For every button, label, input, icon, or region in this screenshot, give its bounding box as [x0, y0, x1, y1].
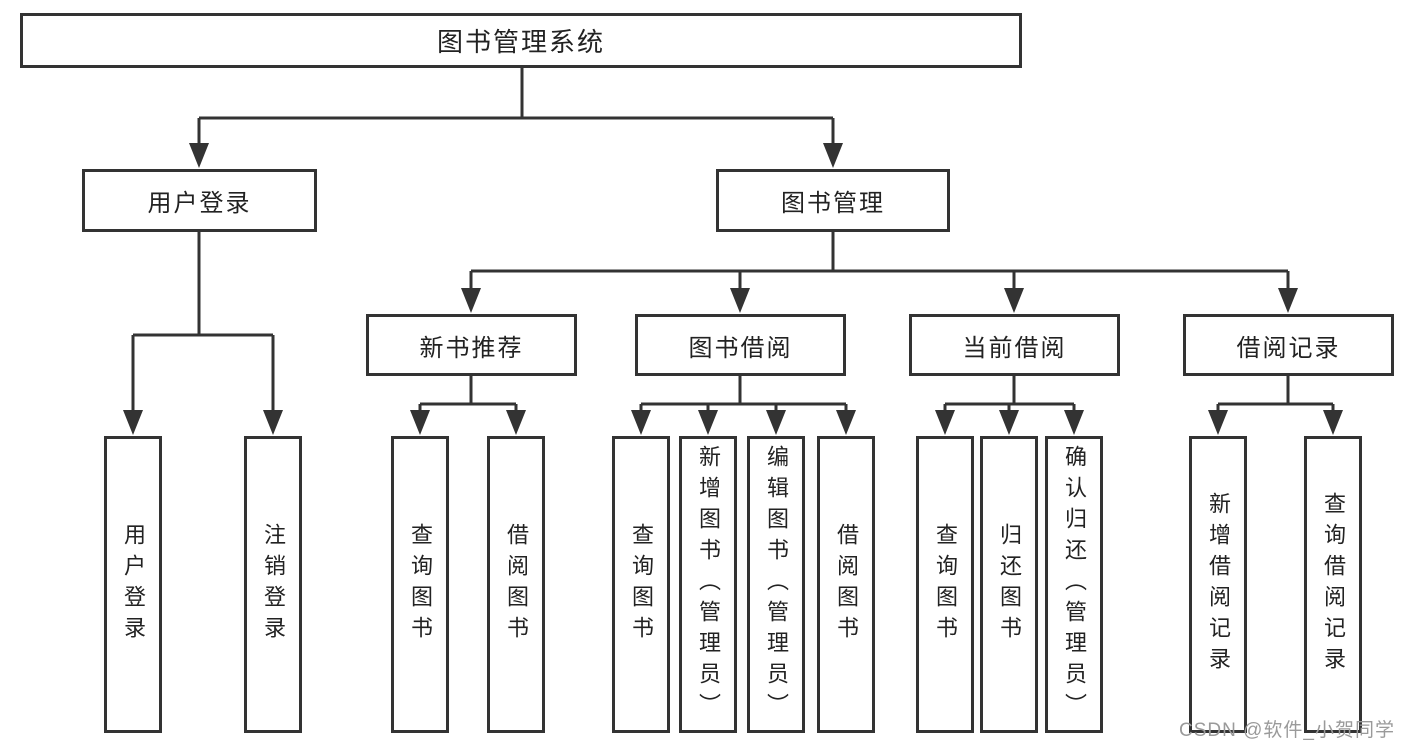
leaf-current-confirm: 确认归还（管理员）: [1045, 436, 1103, 733]
node-root-label: 图书管理系统: [436, 27, 605, 57]
arrow-down-icon: [506, 410, 526, 435]
leaf-current-confirm-label: 确认归还（管理员）: [1062, 445, 1087, 724]
leaf-records-add-label: 新增借阅记录: [1206, 491, 1231, 678]
arrow-down-icon: [410, 410, 430, 435]
leaf-borrowing-borrow-label: 借阅图书: [834, 522, 859, 647]
leaf-records-query-label: 查询借阅记录: [1321, 491, 1346, 678]
leaf-newbook-query: 查询图书: [391, 436, 449, 733]
leaf-logout-label: 注销登录: [261, 522, 286, 647]
node-user-login: 用户登录: [82, 169, 317, 232]
arrow-down-icon: [461, 288, 481, 313]
connector-borrowing-children: [639, 375, 848, 414]
node-user-login-label: 用户登录: [147, 190, 252, 217]
connector-book-mgmt-children: [469, 231, 1290, 292]
leaf-records-query: 查询借阅记录: [1304, 436, 1362, 733]
arrow-down-icon: [730, 288, 750, 313]
leaf-current-query-label: 查询图书: [933, 522, 958, 647]
node-current-label: 当前借阅: [962, 334, 1067, 362]
arrow-down-icon: [698, 410, 718, 435]
leaf-records-add: 新增借阅记录: [1189, 436, 1247, 733]
leaf-borrowing-edit: 编辑图书（管理员）: [747, 436, 805, 733]
leaf-current-return-label: 归还图书: [997, 522, 1022, 647]
leaf-user-login-label: 用户登录: [121, 522, 146, 647]
arrow-down-icon: [999, 410, 1019, 435]
arrow-down-icon: [1323, 410, 1343, 435]
arrow-down-icon: [823, 143, 843, 168]
leaf-current-return: 归还图书: [980, 436, 1038, 733]
leaf-borrowing-query-label: 查询图书: [629, 522, 654, 647]
leaf-user-login: 用户登录: [104, 436, 162, 733]
arrow-down-icon: [836, 410, 856, 435]
leaf-newbook-query-label: 查询图书: [408, 522, 433, 647]
leaf-current-query: 查询图书: [916, 436, 974, 733]
connector-records-children: [1216, 375, 1335, 414]
node-records-label: 借阅记录: [1236, 334, 1341, 362]
arrow-down-icon: [1004, 288, 1024, 313]
leaf-borrowing-query: 查询图书: [612, 436, 670, 733]
node-book-mgmt-label: 图书管理: [781, 190, 885, 217]
arrow-down-icon: [123, 410, 143, 435]
arrow-down-icon: [935, 410, 955, 435]
leaf-borrowing-add-label: 新增图书（管理员）: [696, 445, 721, 724]
connector-new-book-children: [418, 375, 518, 414]
arrow-down-icon: [1208, 410, 1228, 435]
arrow-down-icon: [189, 143, 209, 168]
leaf-newbook-borrow: 借阅图书: [487, 436, 545, 733]
arrow-down-icon: [1064, 410, 1084, 435]
node-borrowing: 图书借阅: [635, 314, 846, 376]
connector-root-to-level2: [197, 67, 835, 147]
leaf-borrowing-edit-label: 编辑图书（管理员）: [764, 445, 789, 724]
node-current: 当前借阅: [909, 314, 1120, 376]
arrow-down-icon: [766, 410, 786, 435]
leaf-borrowing-add: 新增图书（管理员）: [679, 436, 737, 733]
watermark-text: CSDN @软件_小贺同学: [1179, 720, 1395, 741]
leaf-logout: 注销登录: [244, 436, 302, 733]
connector-current-children: [943, 375, 1076, 414]
node-records: 借阅记录: [1183, 314, 1394, 376]
node-borrowing-label: 图书借阅: [688, 334, 793, 362]
arrow-down-icon: [631, 410, 651, 435]
leaf-borrowing-borrow: 借阅图书: [817, 436, 875, 733]
arrow-down-icon: [263, 410, 283, 435]
node-new-book: 新书推荐: [366, 314, 577, 376]
node-root: 图书管理系统: [20, 13, 1022, 68]
leaf-newbook-borrow-label: 借阅图书: [504, 522, 529, 647]
arrow-down-icon: [1278, 288, 1298, 313]
node-book-mgmt: 图书管理: [716, 169, 950, 232]
node-new-book-label: 新书推荐: [419, 334, 524, 362]
arrowheads: [123, 143, 1343, 435]
connector-user-login-children: [131, 231, 275, 414]
